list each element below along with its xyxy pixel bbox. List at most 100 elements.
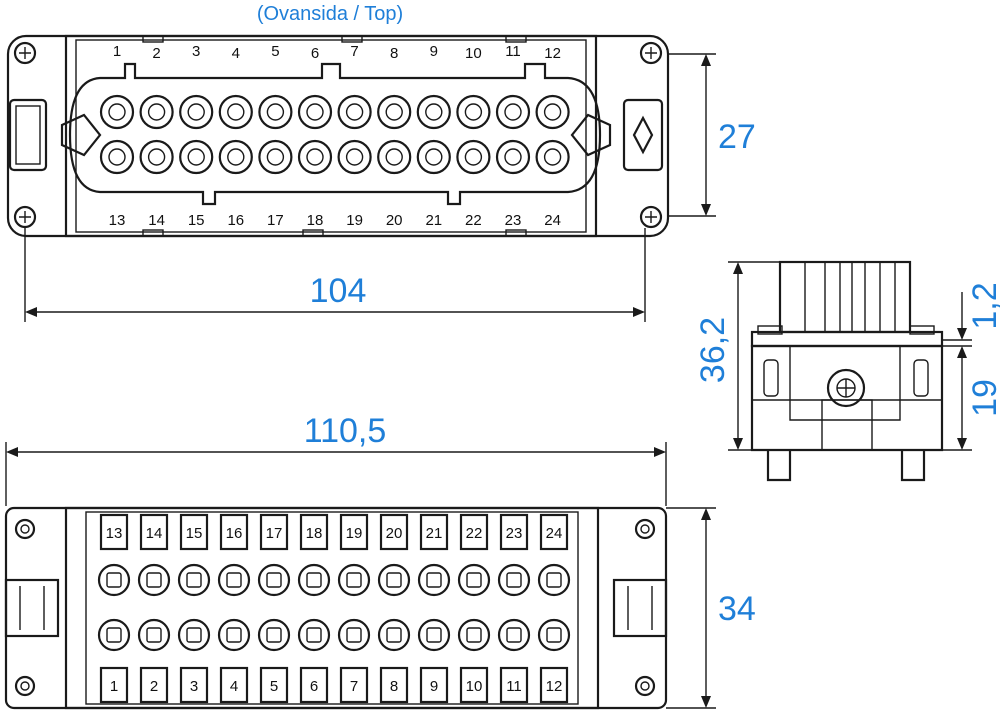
top-left-latch-inner <box>15 105 41 165</box>
top-contact-hole <box>416 139 451 175</box>
bottom-screw-tr <box>634 518 656 540</box>
bottom-pin-box: 20 <box>379 513 409 551</box>
top-pin-label: 4 <box>232 45 240 62</box>
top-contact-hole <box>535 94 570 130</box>
bottom-contact <box>257 563 291 597</box>
top-contact-hole <box>337 94 372 130</box>
top-right-latch <box>570 113 612 157</box>
top-contact-hole <box>535 139 570 175</box>
top-left-latch <box>60 113 102 157</box>
bottom-pin-label: 15 <box>186 525 203 542</box>
side-total-label: 36,2 <box>694 317 732 383</box>
side-latch-right <box>913 359 929 397</box>
bottom-pin-box: 3 <box>179 666 209 704</box>
bottom-pin-label: 18 <box>306 525 323 542</box>
top-contact-holes <box>99 94 570 175</box>
bottom-pin-label: 21 <box>426 525 443 542</box>
bottom-contact <box>417 563 451 597</box>
top-contact-hole <box>416 94 451 130</box>
top-pin-label: 19 <box>346 212 363 229</box>
bottom-screw-br <box>634 675 656 697</box>
bottom-pin-box: 12 <box>539 666 569 704</box>
bottom-pin-box: 11 <box>499 666 529 704</box>
bottom-contact <box>457 618 491 652</box>
bottom-contact <box>377 618 411 652</box>
bottom-contact <box>177 563 211 597</box>
side-housing-inner <box>789 346 901 421</box>
bottom-contact <box>297 563 331 597</box>
top-view-body <box>64 34 598 238</box>
bottom-contact <box>337 563 371 597</box>
bottom-contact <box>137 563 171 597</box>
bottom-pin-box: 14 <box>139 513 169 551</box>
bottom-pin-label: 23 <box>506 525 523 542</box>
side-dimension-small: 1,2 <box>942 282 1000 358</box>
bottom-contact <box>497 618 531 652</box>
bottom-contact <box>97 563 131 597</box>
top-pin-label: 9 <box>430 43 438 60</box>
top-pin-label: 22 <box>465 212 482 229</box>
top-contact-hole <box>456 94 491 130</box>
top-pin-label: 3 <box>192 43 200 60</box>
side-foot-left <box>766 450 792 482</box>
bottom-pin-box: 1 <box>99 666 129 704</box>
bottom-pin-box: 13 <box>99 513 129 551</box>
top-contact-hole <box>337 139 372 175</box>
top-pin-label: 18 <box>307 212 324 229</box>
bottom-pin-label: 9 <box>430 678 438 695</box>
top-left-latch-box <box>8 98 48 172</box>
bottom-pin-box: 18 <box>299 513 329 551</box>
bottom-contact <box>297 618 331 652</box>
bottom-pin-box: 7 <box>339 666 369 704</box>
bottom-width-label: 110,5 <box>304 412 387 450</box>
bottom-contact <box>217 618 251 652</box>
top-pin-label: 24 <box>544 212 561 229</box>
top-contact-hole <box>179 139 214 175</box>
bottom-contact <box>97 618 131 652</box>
top-pin-label: 7 <box>350 43 358 60</box>
top-pin-label: 13 <box>109 212 126 229</box>
side-wires <box>804 262 896 332</box>
bottom-pin-label: 12 <box>546 678 563 695</box>
bottom-inner-body <box>85 511 579 705</box>
top-contact-hole <box>456 139 491 175</box>
side-screw-icon <box>826 368 866 408</box>
top-notch <box>142 229 164 237</box>
side-dimension-total: 36,2 <box>694 261 780 451</box>
top-pin-label: 12 <box>544 45 561 62</box>
bottom-pin-box: 5 <box>259 666 289 704</box>
side-housing <box>750 344 944 452</box>
bottom-pin-label: 16 <box>226 525 243 542</box>
side-center-block <box>821 399 873 451</box>
bottom-pin-label: 20 <box>386 525 403 542</box>
bottom-contacts <box>97 563 571 652</box>
bottom-contact <box>137 618 171 652</box>
top-contact-hole <box>218 94 253 130</box>
bottom-pin-box: 22 <box>459 513 489 551</box>
bottom-contact <box>217 563 251 597</box>
bottom-pin-label: 10 <box>466 678 483 695</box>
top-contact-hole <box>258 139 293 175</box>
top-screw-tr <box>639 41 663 65</box>
bottom-screw-bl <box>14 675 36 697</box>
bottom-pin-label: 3 <box>190 678 198 695</box>
top-contact-hole <box>297 94 333 130</box>
bottom-contact <box>457 563 491 597</box>
bottom-contact <box>537 618 571 652</box>
top-insert-outline <box>68 62 602 206</box>
top-pin-label: 2 <box>152 45 160 62</box>
bottom-pin-box: 4 <box>219 666 249 704</box>
bottom-pin-label: 17 <box>266 525 283 542</box>
side-small-label: 1,2 <box>966 282 1000 329</box>
top-contact-hole <box>179 94 214 130</box>
bottom-pin-box: 23 <box>499 513 529 551</box>
top-contact-hole <box>495 94 531 130</box>
bottom-pin-label: 13 <box>106 525 123 542</box>
bottom-pin-label: 4 <box>230 678 238 695</box>
bottom-dimension-height: 34 <box>666 507 756 709</box>
bottom-pin-label: 1 <box>110 678 118 695</box>
